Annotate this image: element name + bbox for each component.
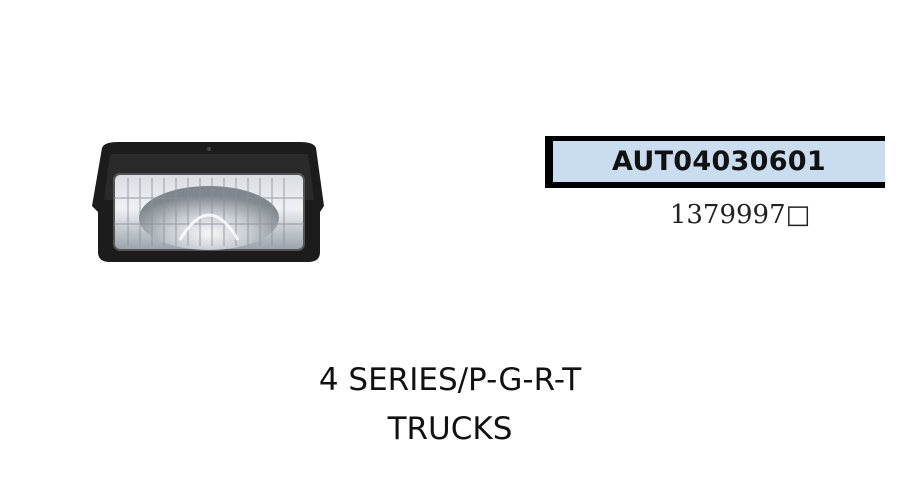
headlamp-image bbox=[88, 140, 328, 265]
product-title-line-1: 4 SERIES/P-G-R-T bbox=[318, 362, 582, 398]
product-title-line-2: TRUCKS bbox=[387, 411, 513, 447]
product-code-box: AUT04030601 bbox=[545, 136, 885, 188]
oem-number: 1379997□ bbox=[669, 200, 811, 230]
product-code-highlight: AUT04030601 bbox=[553, 141, 885, 182]
product-code: AUT04030601 bbox=[611, 146, 826, 177]
